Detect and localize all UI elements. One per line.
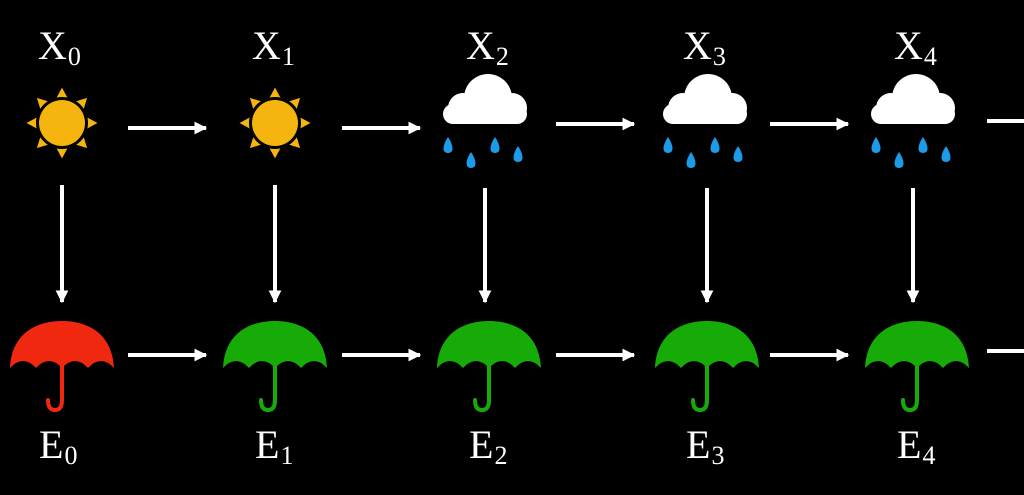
evidence-label-3: E3 (686, 422, 725, 471)
sun-icon (236, 84, 314, 162)
green-umbrella-icon (437, 321, 541, 413)
state-label-4: X4 (894, 23, 937, 72)
sun-icon (23, 84, 101, 162)
evidence-label-1: E1 (255, 422, 294, 471)
green-umbrella-icon (655, 321, 759, 413)
state-label-2: X2 (466, 23, 509, 72)
green-umbrella-icon (223, 321, 327, 413)
evidence-label-0: E0 (39, 422, 78, 471)
state-label-0: X0 (38, 23, 81, 72)
green-umbrella-icon (865, 321, 969, 413)
rain-cloud-icon (443, 74, 527, 168)
red-umbrella-icon (10, 321, 114, 413)
evidence-label-2: E2 (469, 422, 508, 471)
rain-cloud-icon (871, 74, 955, 168)
state-label-1: X1 (252, 23, 295, 72)
state-label-3: X3 (683, 23, 726, 72)
rain-cloud-icon (663, 74, 747, 168)
evidence-label-4: E4 (897, 422, 936, 471)
